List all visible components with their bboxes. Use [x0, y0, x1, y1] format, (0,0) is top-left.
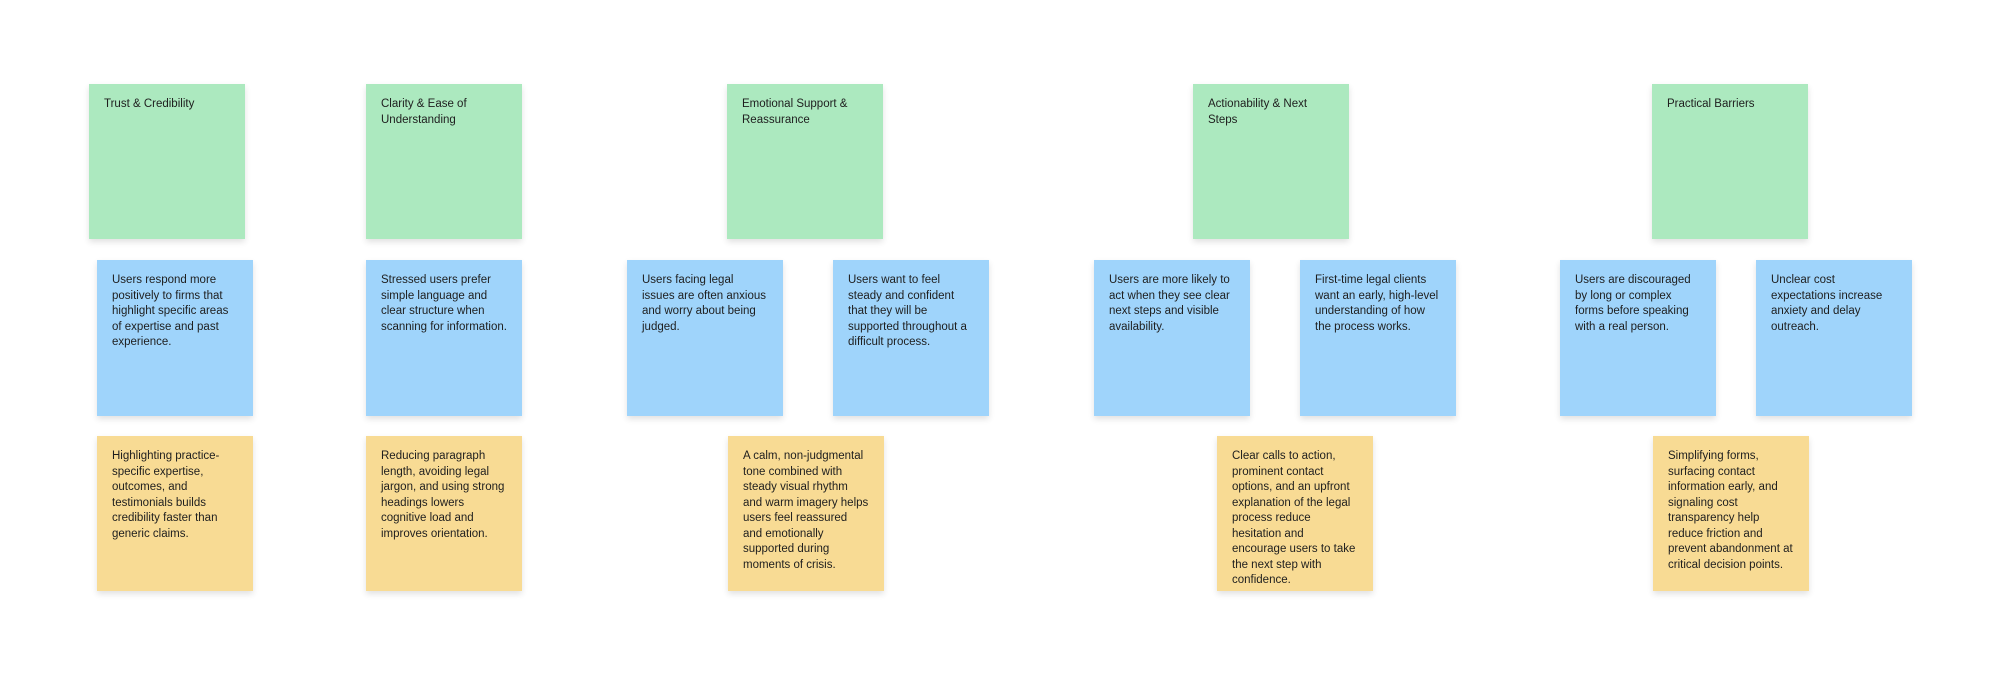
recommendation-note-text: Reducing paragraph length, avoiding lega…	[381, 450, 505, 540]
category-note-label: Practical Barriers	[1667, 98, 1755, 110]
insight-note-text: First-time legal clients want an early, …	[1315, 274, 1439, 333]
category-note-label: Trust & Credibility	[104, 98, 195, 110]
insight-note-text: Users respond more positively to firms t…	[112, 274, 229, 348]
recommendation-note-simplify-forms[interactable]: Simplifying forms, surfacing contact inf…	[1653, 436, 1809, 591]
insight-note-complex-forms[interactable]: Users are discouraged by long or complex…	[1560, 260, 1716, 416]
category-note-trust-credibility[interactable]: Trust & Credibility	[89, 84, 245, 239]
insight-note-simple-language[interactable]: Stressed users prefer simple language an…	[366, 260, 522, 416]
category-note-label: Emotional Support & Reassurance	[742, 98, 848, 126]
insight-note-unclear-costs[interactable]: Unclear cost expectations increase anxie…	[1756, 260, 1912, 416]
recommendation-note-text: Simplifying forms, surfacing contact inf…	[1668, 450, 1793, 571]
insight-note-feel-steady[interactable]: Users want to feel steady and confident …	[833, 260, 989, 416]
category-note-practical-barriers[interactable]: Practical Barriers	[1652, 84, 1808, 239]
recommendation-note-text: Clear calls to action, prominent contact…	[1232, 450, 1356, 586]
recommendation-note-highlight-expertise[interactable]: Highlighting practice-specific expertise…	[97, 436, 253, 591]
recommendation-note-clear-ctas[interactable]: Clear calls to action, prominent contact…	[1217, 436, 1373, 591]
insight-note-text: Users want to feel steady and confident …	[848, 274, 967, 348]
recommendation-note-calm-tone[interactable]: A calm, non-judgmental tone combined wit…	[728, 436, 884, 591]
category-note-emotional-support[interactable]: Emotional Support & Reassurance	[727, 84, 883, 239]
insight-note-text: Users are more likely to act when they s…	[1109, 274, 1230, 333]
category-note-clarity-ease[interactable]: Clarity & Ease of Understanding	[366, 84, 522, 239]
recommendation-note-reduce-jargon[interactable]: Reducing paragraph length, avoiding lega…	[366, 436, 522, 591]
category-note-label: Clarity & Ease of Understanding	[381, 98, 467, 126]
recommendation-note-text: Highlighting practice-specific expertise…	[112, 450, 220, 540]
insight-note-text: Stressed users prefer simple language an…	[381, 274, 507, 333]
category-note-actionability[interactable]: Actionability & Next Steps	[1193, 84, 1349, 239]
insight-note-first-time-clients[interactable]: First-time legal clients want an early, …	[1300, 260, 1456, 416]
insight-note-clear-next-steps[interactable]: Users are more likely to act when they s…	[1094, 260, 1250, 416]
insight-note-anxious-judged[interactable]: Users facing legal issues are often anxi…	[627, 260, 783, 416]
category-note-label: Actionability & Next Steps	[1208, 98, 1308, 126]
insight-note-text: Users facing legal issues are often anxi…	[642, 274, 767, 333]
insight-note-expertise-response[interactable]: Users respond more positively to firms t…	[97, 260, 253, 416]
insight-note-text: Unclear cost expectations increase anxie…	[1771, 274, 1883, 333]
insight-note-text: Users are discouraged by long or complex…	[1575, 274, 1691, 333]
recommendation-note-text: A calm, non-judgmental tone combined wit…	[743, 450, 869, 571]
